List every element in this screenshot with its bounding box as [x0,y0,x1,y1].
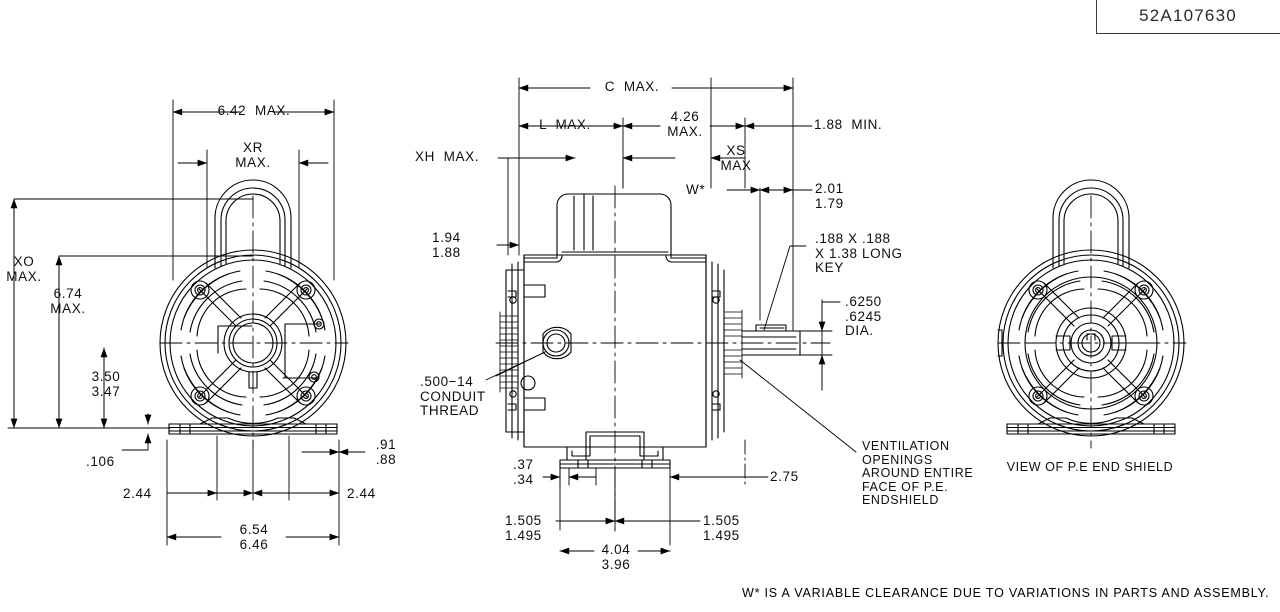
dim-1505-1495-right: 1.505 1.495 [703,513,740,543]
footer-note: W* IS A VARIABLE CLEARANCE DUE TO VARIAT… [742,586,1270,600]
callout-key: .188 X .188 X 1.38 LONG KEY [815,231,903,275]
dim-left-base-right-244: 2.44 [347,486,376,501]
dim-w-star: W* [686,182,706,197]
dim-left-350-347: 3.50 3.47 [91,369,121,399]
dim-left-674-max: 6.74 MAX. [50,286,86,316]
dim-426-max: 4.26 MAX. [667,109,703,139]
dim-194-188: 1.94 1.88 [432,230,461,260]
left-end-view-geometry [159,179,347,437]
callout-conduit-thread: .500−14 CONDUIT THREAD [420,374,486,418]
left-view-centerlines [159,195,349,449]
dim-xs-max: XS MAX [720,143,752,173]
dim-left-foot-thickness: .106 [86,454,115,469]
dim-c-max: C MAX. [604,79,660,94]
center-view-dimension-lines [485,77,857,555]
dim-1505-1495-left: 1.505 1.495 [505,513,542,543]
center-view-centerlines [495,185,831,533]
dim-l-max: L MAX. [539,117,591,132]
callout-shaft-dia: .6250 .6245 DIA. [845,294,882,338]
callout-ventilation: VENTILATION OPENINGS AROUND ENTIRE FACE … [862,439,974,507]
right-view-centerlines [997,195,1187,449]
dim-37-34: .37 .34 [513,457,534,487]
part-number-box [1096,0,1280,34]
dim-201-179: 2.01 1.79 [815,181,844,211]
dim-188-min: 1.88 MIN. [814,117,883,132]
dim-left-xr-max: XR MAX. [235,140,271,170]
left-view-dimension-lines [7,99,366,546]
dim-left-xo-max: XO MAX. [6,254,42,284]
dim-left-foot-91-88: .91 .88 [375,437,397,467]
dim-xh-max: XH MAX. [415,149,480,164]
dim-275: 2.75 [770,469,799,484]
dim-left-base-width: 6.54 6.46 [239,522,269,552]
label-pe-end-shield-view: VIEW OF P.E END SHIELD [1006,460,1174,474]
part-number: 52A107630 [1139,6,1237,25]
side-view-geometry [499,193,801,469]
dim-left-overall-width: 6.42 MAX. [217,103,291,118]
dim-404-396: 4.04 3.96 [601,542,631,572]
dim-left-base-left-244: 2.44 [123,486,152,501]
